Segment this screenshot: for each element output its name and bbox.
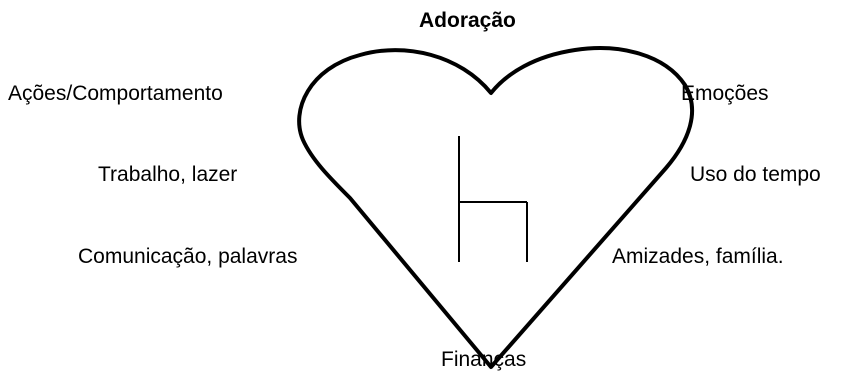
label-time-use: Uso do tempo bbox=[690, 163, 821, 186]
diagram-title: Adoração bbox=[419, 9, 516, 32]
inner-symbol bbox=[458, 136, 528, 262]
label-communication-words: Comunicação, palavras bbox=[78, 245, 298, 268]
label-work-leisure: Trabalho, lazer bbox=[98, 163, 238, 186]
label-actions-behavior: Ações/Comportamento bbox=[8, 82, 223, 105]
heart-outline bbox=[297, 46, 695, 369]
label-emotions: Emoções bbox=[681, 82, 769, 105]
label-friendships-family: Amizades, família. bbox=[612, 245, 784, 268]
label-finances: Finanças bbox=[441, 348, 527, 371]
